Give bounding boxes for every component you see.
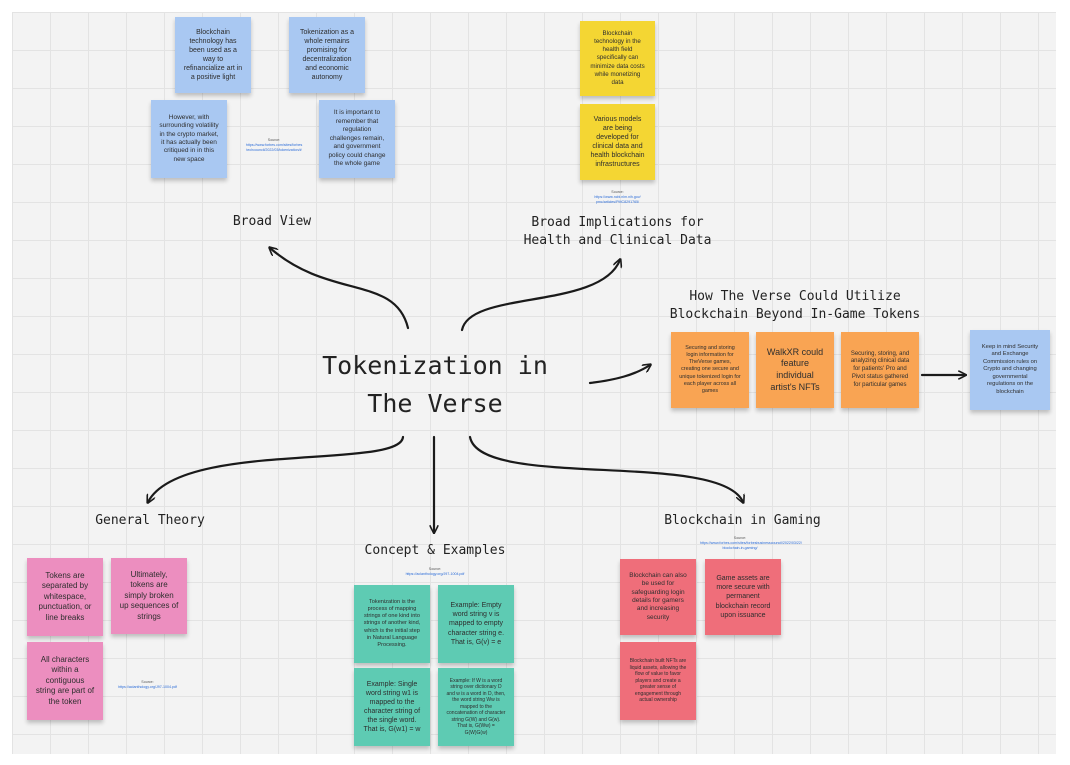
arrow-to-broad-view — [270, 248, 410, 330]
sticky-note[interactable]: Tokenization as a whole remains promisin… — [289, 17, 365, 93]
sticky-note[interactable]: Ultimately, tokens are simply broken up … — [111, 558, 187, 634]
heading-verse-utilize: How The Verse Could Utilize Blockchain B… — [655, 288, 935, 324]
source-link[interactable]: https://www.forbes.com/sites/forbesbusin… — [700, 540, 802, 545]
central-title: Tokenization in The Verse — [300, 347, 570, 423]
sticky-note[interactable]: It is important to remember that regulat… — [319, 100, 395, 178]
arrow-to-health — [460, 260, 620, 332]
source-link[interactable]: https://www.ncbi.nlm.nih.gov/ — [594, 194, 641, 199]
sticky-note[interactable]: All characters within a contiguous strin… — [27, 642, 103, 720]
sticky-note[interactable]: Example: Empty word string v is mapped t… — [438, 585, 514, 663]
sticky-note[interactable]: Blockchain technology has been used as a… — [175, 17, 251, 93]
sticky-note[interactable]: Example: If W is a word string over dict… — [438, 668, 514, 746]
heading-verse-utilize-line1: How The Verse Could Utilize — [689, 289, 901, 304]
sticky-note[interactable]: Tokenization is the process of mapping s… — [354, 585, 430, 663]
source-link[interactable]: https://www.forbes.com/sites/forbes — [245, 142, 303, 147]
heading-blockchain-gaming: Blockchain in Gaming — [664, 513, 821, 528]
heading-broad-implications: Broad Implications for Health and Clinic… — [505, 214, 730, 250]
source-citation: Source: https://www.forbes.com/sites/for… — [700, 536, 802, 551]
sticky-note[interactable]: Game assets are more secure with permane… — [705, 559, 781, 635]
source-citation: Source: https://www.ncbi.nlm.nih.gov/ pm… — [580, 190, 655, 205]
heading-broad-view: Broad View — [232, 214, 312, 229]
source-citation: Source: https://aclanthology.org/J97-100… — [115, 680, 180, 690]
sticky-note[interactable]: However, with surrounding volatility in … — [151, 100, 227, 178]
sticky-note[interactable]: Keep in mind Security and Exchange Commi… — [970, 330, 1050, 410]
arrow-to-gaming — [468, 435, 743, 502]
heading-verse-utilize-line2: Blockchain Beyond In-Game Tokens — [669, 307, 921, 322]
heading-general-theory: General Theory — [95, 513, 205, 528]
sticky-note[interactable]: Various models are being developed for c… — [580, 104, 655, 180]
source-link[interactable]: blockchain-in-gaming/ — [722, 545, 758, 550]
source-link[interactable]: techcouncil/2022/03/tokenization/# — [246, 147, 302, 152]
sticky-note[interactable]: Securing, storing, and analyzing clinica… — [841, 332, 919, 408]
source-label: Source: — [267, 138, 281, 142]
sticky-note[interactable]: Securing and storing login information f… — [671, 332, 749, 408]
source-label: Source: — [611, 190, 624, 194]
source-citation: Source: https://aclanthology.org/J97-100… — [395, 567, 475, 577]
sticky-note[interactable]: Example: Single word string w1 is mapped… — [354, 668, 430, 746]
source-citation: Source: https://www.forbes.com/sites/for… — [234, 138, 314, 153]
heading-concept-examples: Concept & Examples — [364, 543, 506, 558]
source-link[interactable]: https://aclanthology.org/J97-1004.pdf — [118, 684, 177, 689]
heading-broad-implications-line1: Broad Implications for — [531, 215, 704, 230]
sticky-note[interactable]: WalkXR could feature individual artist's… — [756, 332, 834, 408]
sticky-note[interactable]: Tokens are separated by whitespace, punc… — [27, 558, 103, 636]
central-title-line2: The Verse — [367, 389, 503, 418]
source-label: Source: — [733, 536, 747, 540]
source-label: Source: — [141, 680, 154, 684]
source-label: Source: — [428, 567, 442, 571]
arrow-to-general-theory — [148, 435, 405, 502]
sticky-note[interactable]: Blockchain technology in the health fiel… — [580, 21, 655, 96]
source-link[interactable]: pmc/articles/PMC8291765/ — [595, 199, 640, 204]
heading-broad-implications-line2: Health and Clinical Data — [523, 233, 712, 248]
arrow-to-verse — [588, 365, 650, 385]
source-link[interactable]: https://aclanthology.org/J97-1004.pdf — [405, 571, 465, 576]
central-title-line1: Tokenization in — [322, 351, 548, 380]
sticky-note[interactable]: Blockchain built NFTs are liquid assets,… — [620, 642, 696, 720]
sticky-note[interactable]: Blockchain can also be used for safeguar… — [620, 559, 696, 635]
